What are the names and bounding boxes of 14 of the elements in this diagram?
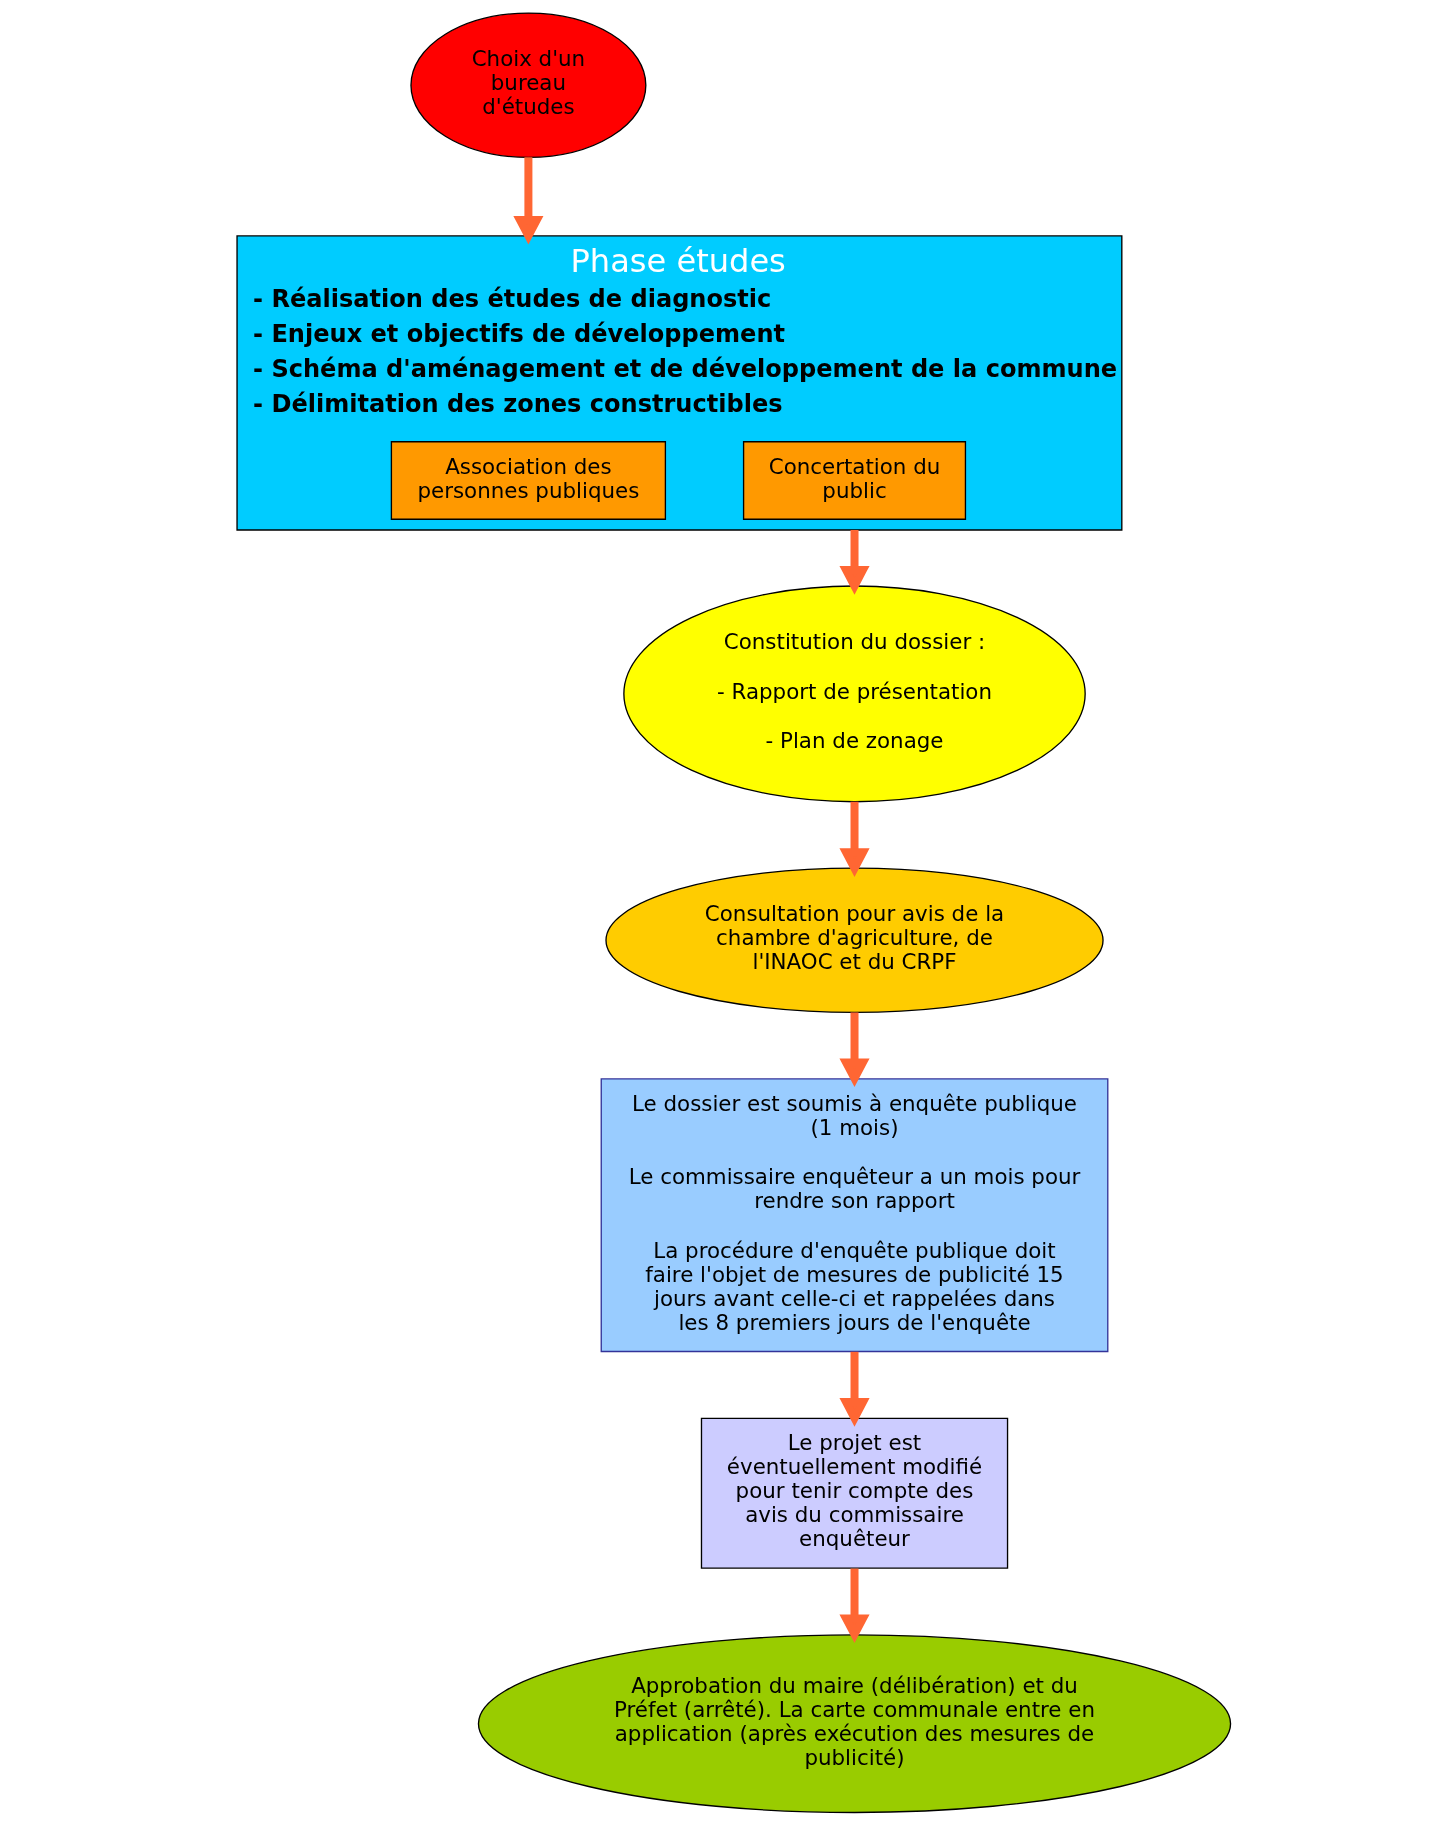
node-ellipse: Consultation pour avis de la chambre d'agriculture, de l'INAOC et du CRPF — [604, 867, 1104, 1014]
arrow — [838, 1351, 870, 1427]
node-box: Concertation du public — [742, 441, 966, 520]
node-box: Le projet est éventuellement modifié pour tenir compte des avis du commissaire enquêteur — [700, 1417, 1008, 1569]
arrow — [838, 1012, 870, 1088]
node-ellipse: Approbation du maire (délibération) et du Préfet (arrêté). La carte communale entre en application (après exécution des mesures de publicité) — [477, 1634, 1231, 1814]
arrow — [512, 157, 543, 245]
node-box: Association des personnes publiques — [390, 441, 666, 520]
arrow — [838, 801, 870, 877]
node-ellipse: Constitution du dossier : - Rapport de présentation - Plan de zonage — [622, 585, 1086, 803]
arrow — [838, 530, 870, 595]
node-ellipse: Choix d'un bureau d'études — [409, 12, 646, 159]
node-box: Le dossier est soumis à enquête publique (1 mois) Le commissaire enquêteur a un mois pour rendre son rapport La procédure d'enquête publique doit faire l'objet de mesures de publicité 15 jours avant celle-ci et rappelées dans les 8 premiers jours de l'enquête — [600, 1078, 1108, 1353]
arrow — [838, 1568, 870, 1644]
